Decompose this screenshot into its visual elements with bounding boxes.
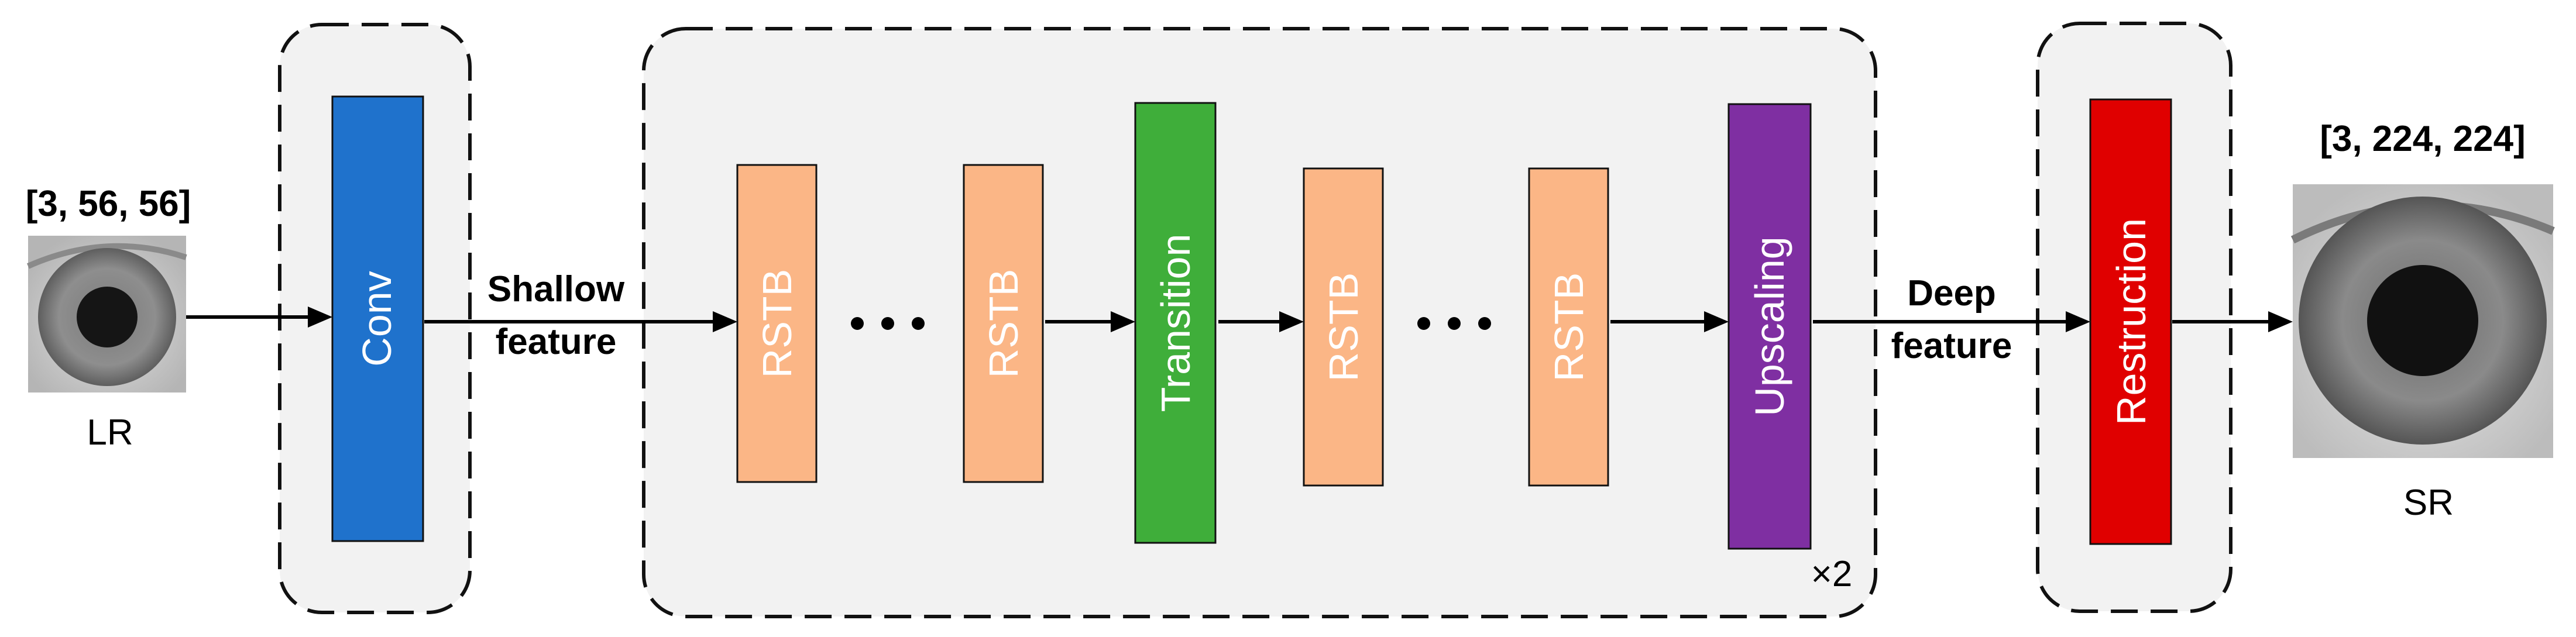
transition-block: Transition bbox=[1134, 102, 1217, 544]
rstb-block-4: RSTB bbox=[1528, 167, 1609, 487]
rstb-block-3: RSTB bbox=[1303, 167, 1384, 487]
arrowhead-rstb1 bbox=[713, 311, 737, 332]
lr-label: LR bbox=[87, 412, 133, 453]
transition-block-label: Transition bbox=[1153, 234, 1198, 412]
arrowhead-restruction bbox=[2066, 311, 2090, 332]
shallow-feature-label-line1: Shallow bbox=[487, 269, 625, 309]
ellipsis-1 bbox=[851, 317, 925, 330]
repeat-label: ×2 bbox=[1811, 554, 1853, 594]
rstb-block-2: RSTB bbox=[963, 164, 1044, 483]
lr-shape-label: [3, 56, 56] bbox=[26, 184, 191, 224]
sr-eye-image bbox=[2290, 184, 2555, 458]
rstb-block-3-label: RSTB bbox=[1321, 273, 1366, 382]
ellipsis-2 bbox=[1417, 317, 1491, 330]
deep-feature-label-line1: Deep bbox=[1907, 273, 1996, 314]
restruction-block: Restruction bbox=[2089, 98, 2172, 545]
conv-block: Conv bbox=[331, 95, 424, 542]
sr-label: SR bbox=[2403, 483, 2454, 523]
rstb-block-2-label: RSTB bbox=[981, 269, 1026, 378]
arrowhead-upscaling bbox=[1704, 311, 1729, 332]
shallow-feature-label-line2: feature bbox=[496, 322, 617, 362]
arrowhead-conv bbox=[308, 307, 332, 328]
upscaling-block-label: Upscaling bbox=[1747, 236, 1792, 416]
lr-eye-image bbox=[26, 236, 187, 392]
rstb-block-1-label: RSTB bbox=[754, 269, 800, 378]
deep-feature-label-line2: feature bbox=[1891, 326, 2012, 366]
rstb-block-1: RSTB bbox=[736, 164, 818, 483]
arrowhead-sr bbox=[2268, 311, 2293, 332]
upscaling-block: Upscaling bbox=[1727, 103, 1812, 550]
restruction-block-label: Restruction bbox=[2108, 218, 2154, 425]
rstb-block-4-label: RSTB bbox=[1546, 273, 1592, 382]
sr-shape-label: [3, 224, 224] bbox=[2320, 119, 2526, 159]
arrowhead-transition bbox=[1111, 311, 1135, 332]
arrowhead-rstb3 bbox=[1279, 311, 1304, 332]
conv-block-label: Conv bbox=[354, 271, 400, 366]
